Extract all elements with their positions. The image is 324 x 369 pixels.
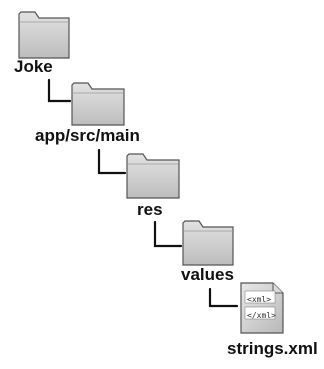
folder-label-joke: Joke <box>14 57 53 76</box>
folder-icon[interactable] <box>182 220 234 266</box>
folder-icon[interactable] <box>71 82 125 126</box>
folder-label-values: values <box>181 265 234 284</box>
connector-values-xml <box>208 287 239 308</box>
folder-icon[interactable] <box>126 153 180 199</box>
connector-main-res <box>97 148 127 175</box>
file-preview-line-1: <xml> <box>247 295 272 304</box>
connector-joke-main <box>47 78 72 103</box>
connector-res-values <box>153 220 183 248</box>
xml-file-icon[interactable] <box>240 282 284 334</box>
folder-label-res: res <box>137 200 163 219</box>
file-label-strings-xml: strings.xml <box>227 339 318 358</box>
file-preview-line-2: </xml> <box>247 311 276 320</box>
folder-label-app-src-main: app/src/main <box>35 126 140 145</box>
folder-icon[interactable] <box>18 11 70 59</box>
